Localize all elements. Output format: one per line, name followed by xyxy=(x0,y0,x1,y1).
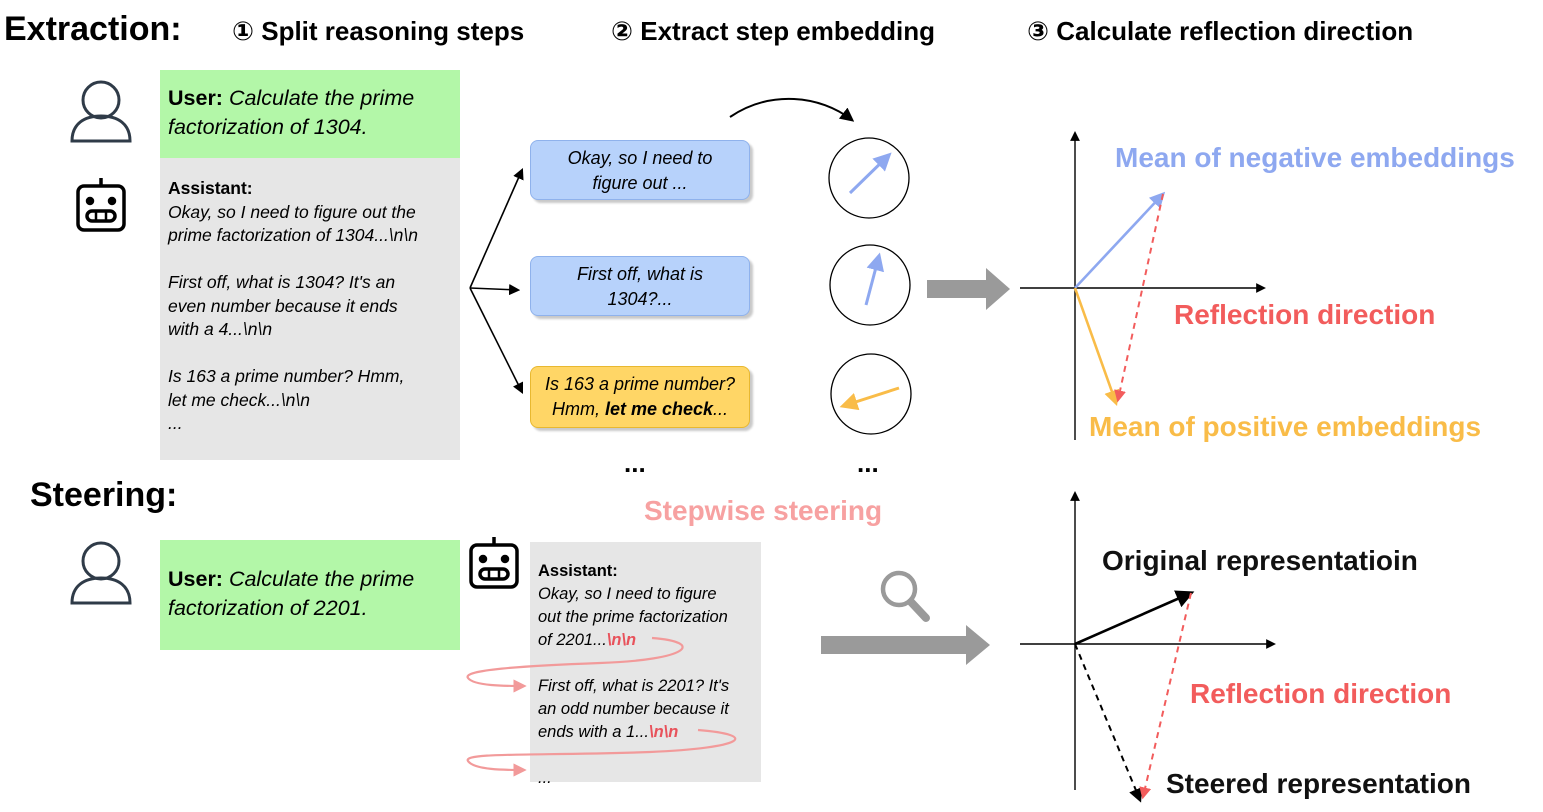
assistant-line: Okay, so I need to figure out the xyxy=(168,201,416,222)
embedding-circle xyxy=(830,353,912,435)
user-text: factorization of 2201. xyxy=(168,596,368,620)
user-label: User: xyxy=(168,86,223,110)
reasoning-step: First off, what is 1304?... xyxy=(530,256,750,316)
steered-vector xyxy=(1074,643,1143,803)
reflection-direction-label: Reflection direction xyxy=(1174,299,1436,330)
steered-representation-label: Steered representation xyxy=(1166,768,1471,799)
step-text: Is 163 a prime number? xyxy=(544,374,736,394)
embedding-circle xyxy=(828,137,910,219)
robot-icon xyxy=(76,178,126,232)
steering-axes xyxy=(1020,491,1276,790)
assistant-line: let me check...\n\n xyxy=(168,389,311,410)
negative-vector xyxy=(1074,191,1166,289)
assistant-line: ends with a 1... xyxy=(538,723,649,741)
robot-icon xyxy=(469,537,519,589)
step-text: ... xyxy=(713,399,729,419)
user-text: Calculate the prime xyxy=(228,567,415,591)
step-text-bold: let me check xyxy=(604,399,714,419)
step3-heading: ③ Calculate reflection direction xyxy=(1027,16,1414,46)
ellipsis: ... xyxy=(857,448,879,478)
step-text: Hmm, xyxy=(551,399,605,419)
step-text: Okay, so I need to xyxy=(567,148,713,168)
user-message: User: Calculate the prime factorization … xyxy=(160,70,460,158)
step-text: 1304?... xyxy=(607,289,673,309)
user-text: Calculate the prime xyxy=(228,86,415,110)
user-icon xyxy=(70,80,132,143)
assistant-line: prime factorization of 1304...\n\n xyxy=(168,225,418,245)
negative-embeddings-label: Mean of negative embeddings xyxy=(1115,142,1515,173)
original-vector xyxy=(1074,590,1195,646)
reflection-vector xyxy=(1114,193,1164,403)
steering-token: \n\n xyxy=(648,723,679,741)
extraction-heading: Extraction: xyxy=(4,10,182,48)
ellipsis: ... xyxy=(624,448,646,478)
user-icon xyxy=(70,541,132,605)
reflection-vector xyxy=(1139,592,1192,800)
embedding-circle xyxy=(829,244,911,326)
extraction-axes xyxy=(1020,131,1266,440)
step-text: figure out ... xyxy=(592,173,688,193)
curved-arrow xyxy=(729,98,855,122)
assistant-line: out the prime factorization xyxy=(538,608,728,626)
positive-vector xyxy=(1073,287,1120,406)
assistant-line: First off, what is 1304? It's an xyxy=(168,272,396,292)
step2-heading: ② Extract step embedding xyxy=(611,16,935,46)
stepwise-steering-label: Stepwise steering xyxy=(644,495,883,526)
assistant-line: even number because it ends xyxy=(168,295,398,316)
assistant-line: an odd number because it xyxy=(538,700,729,718)
assistant-line: with a 4...\n\n xyxy=(168,319,273,339)
step1-heading: ① Split reasoning steps xyxy=(232,16,525,46)
assistant-label: Assistant: xyxy=(168,178,253,198)
steering-heading: Steering: xyxy=(30,476,178,514)
user-text: factorization of 1304. xyxy=(168,115,368,139)
big-arrow xyxy=(821,625,990,665)
assistant-message: Assistant: Okay, so I need to figure out… xyxy=(160,158,460,460)
split-arrows xyxy=(469,167,524,395)
assistant-line: First off, what is 2201? It's xyxy=(538,677,730,695)
assistant-line: ... xyxy=(168,413,183,433)
original-representation-label: Original representatioin xyxy=(1102,545,1418,576)
assistant-line: ... xyxy=(538,769,552,787)
reasoning-step: Okay, so I need to figure out ... xyxy=(530,140,750,200)
magnifier-icon xyxy=(880,570,930,622)
assistant-line: of 2201... xyxy=(538,631,607,649)
assistant-message: Assistant: Okay, so I need to figure out… xyxy=(530,542,761,787)
reflection-direction-label: Reflection direction xyxy=(1190,678,1452,709)
user-label: User: xyxy=(168,567,223,591)
steering-token: \n\n xyxy=(606,631,637,649)
step-text: First off, what is xyxy=(576,264,704,284)
assistant-line: Is 163 a prime number? Hmm, xyxy=(168,366,405,386)
big-arrow xyxy=(927,268,1010,310)
user-message: User: Calculate the prime factorization … xyxy=(160,540,460,650)
positive-embeddings-label: Mean of positive embeddings xyxy=(1089,411,1482,442)
assistant-label: Assistant: xyxy=(538,562,618,580)
reflection-step: Is 163 a prime number? Hmm, let me check… xyxy=(530,366,750,428)
assistant-line: Okay, so I need to figure xyxy=(538,585,717,603)
